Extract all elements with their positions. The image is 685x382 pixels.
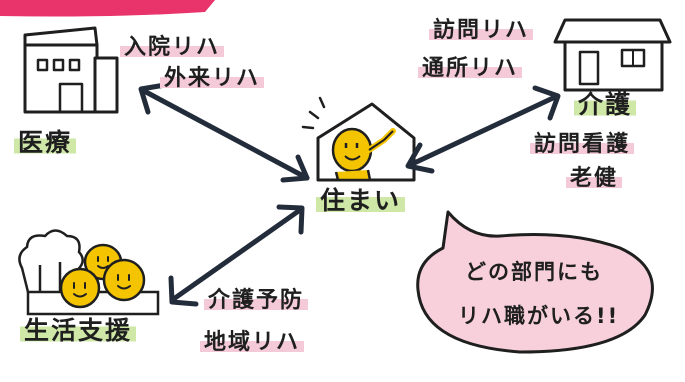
arrow-life-home	[172, 207, 303, 301]
service-visit-nursing: 訪問看護	[530, 134, 635, 156]
service-community-rehab: 地域リハ	[200, 332, 305, 354]
bubble-line-2: リハ職がいる!!	[458, 304, 620, 328]
smiling-person-icon	[331, 127, 396, 182]
community-faces-icon	[26, 243, 160, 316]
node-life-support-label: 生活支援	[20, 318, 137, 343]
service-geriatric-facility: 老健	[566, 168, 623, 190]
arrowhead-life-side	[168, 275, 199, 307]
arrowhead-home-right	[405, 142, 435, 174]
bubble-line-1: どの部門にも	[465, 260, 603, 284]
service-outpatient-rehab: 外来リハ	[160, 68, 265, 90]
service-daycare-rehab: 通所リハ	[418, 58, 523, 80]
sparkle-marks	[301, 96, 326, 130]
node-care-label: 介護	[574, 92, 637, 117]
care-facility-house-icon	[553, 18, 672, 92]
arrowhead-home-bottom	[276, 204, 305, 235]
service-visit-rehab: 訪問リハ	[429, 20, 534, 42]
arrow-hospital-home	[143, 89, 310, 181]
service-inpatient-rehab: 入院リハ	[120, 37, 225, 59]
node-home-label: 住まい	[316, 188, 406, 213]
arrowhead-care-side	[532, 85, 561, 121]
pink-banner-fragment	[0, 0, 215, 17]
speech-bubble	[416, 210, 654, 354]
node-hospital-label: 医療	[14, 130, 77, 155]
hospital-building-icon	[23, 26, 119, 114]
community-faces-features	[73, 256, 131, 298]
arrowhead-home-left	[280, 154, 310, 183]
arrow-care-home	[407, 95, 556, 168]
arrowhead-hospital-side	[138, 82, 168, 115]
service-care-prevention: 介護予防	[204, 290, 309, 312]
